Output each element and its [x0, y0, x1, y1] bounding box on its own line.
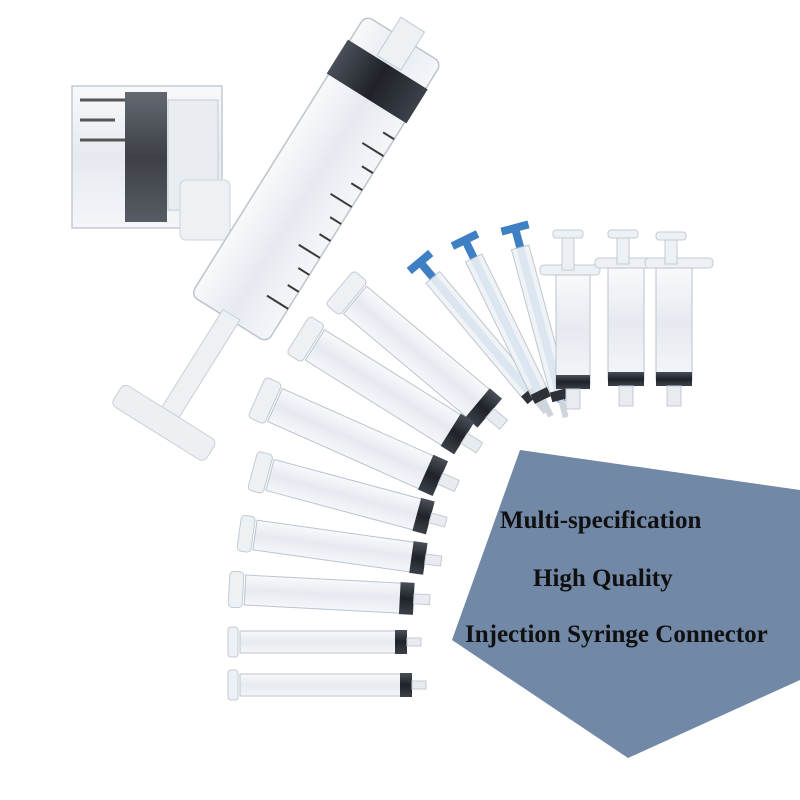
vertical-syringe-1 [539, 229, 601, 410]
fan-syringe-6 [227, 570, 431, 615]
blue-syringe-3 [500, 220, 570, 419]
fan-syringe-5 [236, 514, 443, 575]
fan-syringe-4 [247, 451, 448, 535]
blue-syringe-2 [450, 230, 554, 418]
caption-multi-specification: Multi-specification [500, 507, 702, 534]
caption-injection-syringe-connector: Injection Syringe Connector [465, 621, 768, 648]
vertical-syringe-2 [594, 229, 664, 407]
caption-high-quality: High Quality [533, 565, 673, 592]
fan-syringe-2 [287, 316, 484, 455]
fan-syringe-1 [326, 271, 509, 431]
banner-panel [452, 450, 800, 758]
closeup-syringe-large [71, 85, 231, 241]
vertical-syringe-3 [644, 231, 714, 407]
fan-syringe-7 [227, 626, 422, 658]
fan-syringe-8 [227, 669, 427, 701]
diagonal-syringe-20ml [112, 16, 440, 461]
fan-syringe-3 [248, 377, 460, 496]
